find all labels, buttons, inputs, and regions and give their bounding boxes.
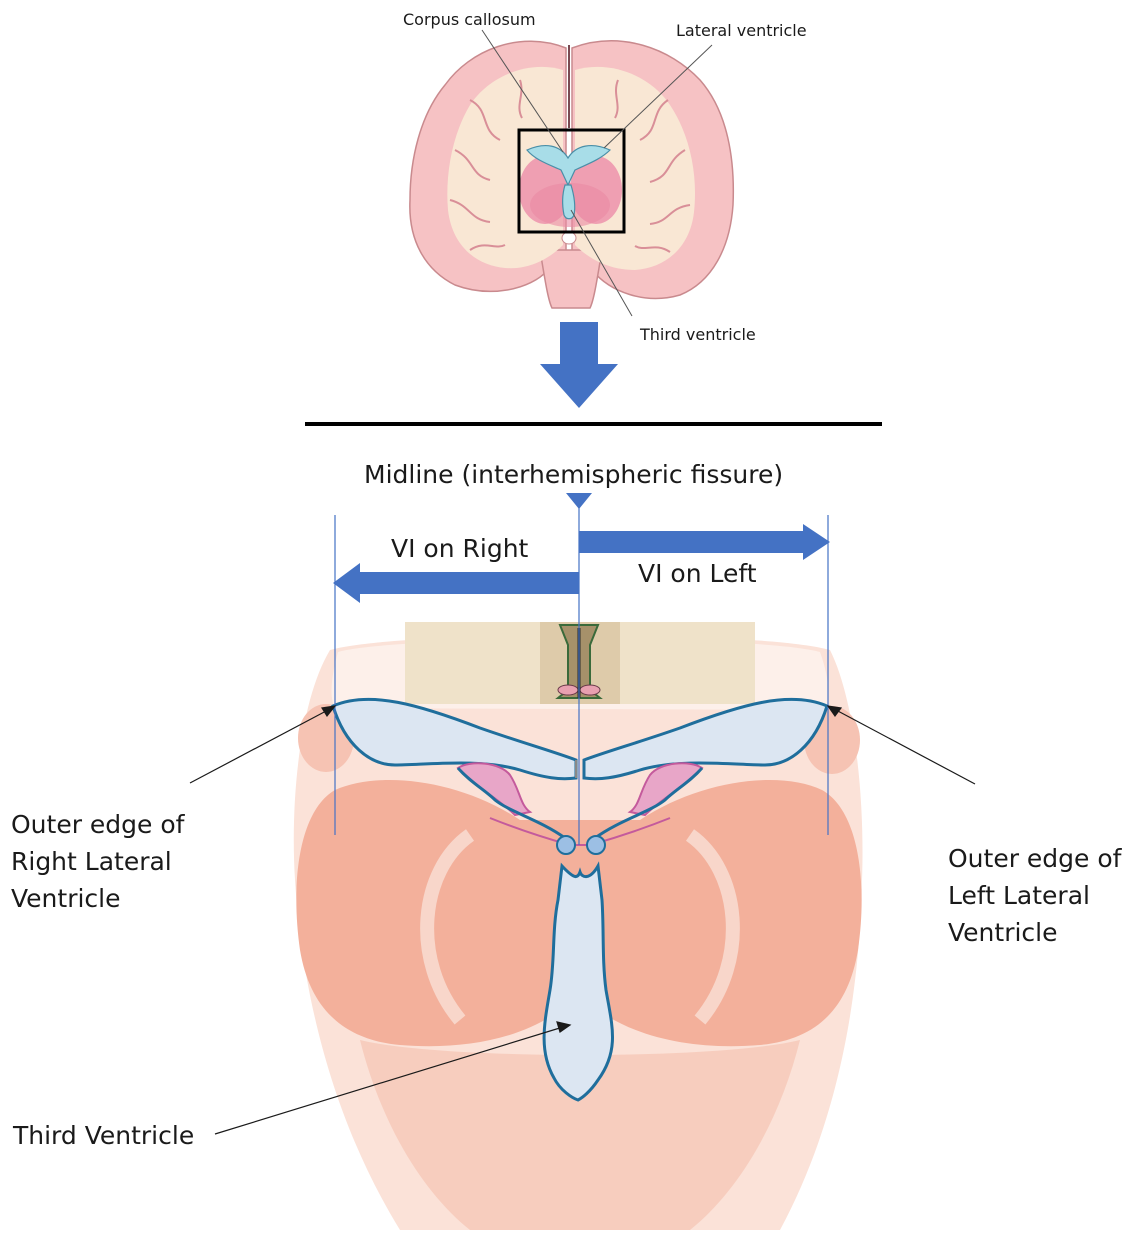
down-arrow [540, 322, 618, 408]
coronal-brain-section [410, 30, 733, 316]
label-outer-right-line1: Outer edge of [11, 806, 184, 843]
vi-right-label: VI on Right [391, 530, 528, 567]
left-foramen [557, 836, 575, 854]
right-foramen [587, 836, 605, 854]
label-third-ventricle-top: Third ventricle [640, 325, 756, 344]
vi-left-label: VI on Left [638, 555, 757, 592]
label-outer-right: Outer edge of Right Lateral Ventricle [11, 806, 184, 917]
vi-right-arrow [333, 563, 579, 603]
label-outer-left-line3: Ventricle [948, 914, 1121, 951]
zoomed-ventricle-diagram [294, 622, 863, 1230]
brainstem-stub [540, 250, 602, 308]
midline-marker [566, 493, 592, 509]
label-outer-right-line2: Right Lateral [11, 843, 184, 880]
label-outer-left-line2: Left Lateral [948, 877, 1121, 914]
label-outer-left-line1: Outer edge of [948, 840, 1121, 877]
label-third-ventricle: Third Ventricle [13, 1117, 194, 1154]
label-lateral-ventricle: Lateral ventricle [676, 21, 807, 40]
label-outer-right-line3: Ventricle [11, 880, 184, 917]
label-outer-left: Outer edge of Left Lateral Ventricle [948, 840, 1121, 951]
midline-label: Midline (interhemispheric fissure) [364, 456, 783, 493]
label-corpus-callosum: Corpus callosum [403, 10, 536, 29]
